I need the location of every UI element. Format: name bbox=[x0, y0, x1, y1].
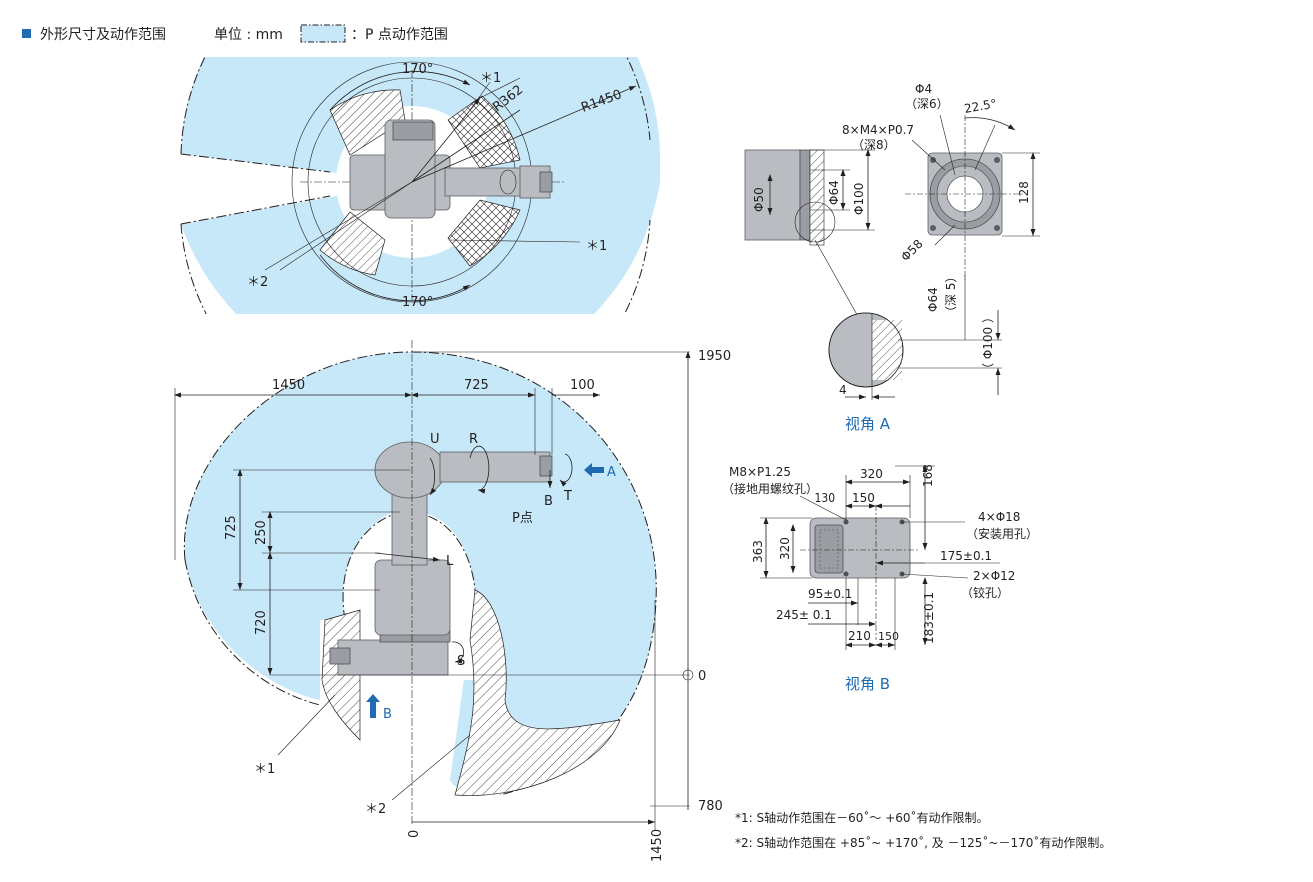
top-star1-b: ＊1 bbox=[586, 239, 607, 254]
side-d780: 780 bbox=[698, 799, 723, 814]
view-a-phi100: Φ100 bbox=[852, 183, 866, 215]
legend-swatch bbox=[300, 24, 346, 43]
view-a-arrow bbox=[584, 463, 604, 477]
top-view: 170° 170° R362 R1450 ＊1 ＊1 ＊2 bbox=[180, 57, 661, 314]
p-point-label: P点 bbox=[512, 511, 533, 526]
side-robot-base bbox=[337, 639, 449, 676]
view-b: 320 168 150 130 M8×P1.25 （接地用螺纹孔） 363 32… bbox=[722, 464, 1038, 693]
side-d1950: 1950 bbox=[698, 349, 731, 364]
top-hatch-left-up bbox=[329, 89, 406, 156]
axis-t: T bbox=[563, 489, 572, 504]
view-a-d128: 128 bbox=[1017, 181, 1031, 204]
view-a-phi4: Φ4 bbox=[915, 82, 932, 96]
top-hatch-left-down bbox=[319, 211, 386, 276]
view-a-depth6: （深6） bbox=[905, 97, 949, 111]
view-a-depth5: （深 5） bbox=[944, 271, 958, 318]
top-hatch-upper bbox=[447, 95, 521, 169]
side-d1450-bottom: 1450 bbox=[650, 829, 665, 862]
header-unit: 单位 : mm bbox=[214, 27, 283, 43]
axis-b: B bbox=[544, 494, 553, 509]
view-b-m8: M8×P1.25 bbox=[729, 465, 791, 479]
view-b-d320-top: 320 bbox=[860, 467, 883, 481]
side-d100: 100 bbox=[570, 378, 595, 393]
view-b-d168: 168 bbox=[921, 464, 935, 487]
view-b-d363: 363 bbox=[751, 540, 765, 563]
top-star2: ＊2 bbox=[247, 275, 268, 290]
view-b-d320-left: 320 bbox=[778, 537, 792, 560]
top-star1-a: ＊1 bbox=[480, 71, 501, 86]
side-d250: 250 bbox=[254, 520, 269, 545]
top-robot-head bbox=[392, 121, 434, 141]
view-b-d245: 245± 0.1 bbox=[776, 608, 832, 622]
side-star1: ＊1 bbox=[254, 762, 275, 777]
view-a-arrow-label: A bbox=[607, 465, 616, 480]
side-d725-top: 725 bbox=[464, 378, 489, 393]
side-hatch-right bbox=[454, 589, 621, 796]
view-a-side-body bbox=[744, 149, 801, 241]
view-a-d4: 4 bbox=[839, 383, 847, 397]
view-b-d150-top: 150 bbox=[852, 491, 875, 505]
notes: *1: S轴动作范围在－60˚～ +60˚有动作限制。 *2: S轴动作范围在 … bbox=[735, 810, 1111, 850]
view-b-arrow bbox=[366, 694, 380, 718]
view-a-depth8: （深8） bbox=[852, 138, 896, 152]
view-a-phi64-2: Φ64 bbox=[926, 287, 940, 312]
view-b-d130: 130 bbox=[815, 490, 836, 505]
side-d0-bottom: 0 bbox=[407, 830, 422, 838]
side-d0-right: 0 bbox=[698, 669, 706, 684]
axis-u: U bbox=[430, 432, 440, 447]
top-hatch-lower bbox=[447, 199, 521, 267]
view-b-d150-bot: 150 bbox=[878, 630, 899, 643]
view-b-d210: 210 bbox=[848, 629, 871, 643]
legend-desc: ：P 点动作范围 bbox=[351, 26, 448, 43]
axis-r: R bbox=[469, 432, 478, 447]
view-b-ream: （铰孔） bbox=[961, 585, 1009, 600]
side-d720: 720 bbox=[254, 610, 269, 635]
header: 外形尺寸及动作范围 单位 : mm ：P 点动作范围 bbox=[22, 24, 448, 43]
view-a-title: 视角 A bbox=[845, 415, 891, 433]
view-a-phi100-2: （ Φ100 ） bbox=[981, 311, 995, 375]
side-robot-forearm bbox=[439, 451, 551, 483]
view-a: Φ50 Φ64 Φ100 8×M4×P0.7 （深8） 4 128 Φ4 bbox=[744, 82, 1040, 433]
view-b-arrow-label: B bbox=[383, 707, 392, 722]
note-2: *2: S轴动作范围在 +85˚~ +170˚, 及 －125˚~－170˚有动… bbox=[735, 835, 1111, 850]
side-d725-left: 725 bbox=[224, 515, 239, 540]
view-b-holes2: 2×Φ12 bbox=[973, 569, 1015, 583]
view-a-m4: 8×M4×P0.7 bbox=[842, 123, 914, 137]
view-b-d95: 95±0.1 bbox=[808, 587, 852, 601]
view-b-install: （安装用孔） bbox=[966, 526, 1038, 541]
header-bullet bbox=[22, 29, 31, 38]
header-title: 外形尺寸及动作范围 bbox=[40, 26, 166, 43]
view-a-phi64: Φ64 bbox=[827, 180, 841, 205]
top-angle-top: 170° bbox=[402, 62, 433, 77]
view-a-phi50: Φ50 bbox=[752, 187, 766, 212]
note-1: *1: S轴动作范围在－60˚～ +60˚有动作限制。 bbox=[735, 810, 989, 825]
view-b-d183: 183±0.1 bbox=[922, 592, 936, 644]
view-b-ground: （接地用螺纹孔） bbox=[722, 481, 818, 496]
view-b-title: 视角 B bbox=[845, 675, 890, 693]
side-view: 1450 725 100 1950 725 250 720 0 780 0 14… bbox=[174, 340, 731, 862]
top-angle-bottom: 170° bbox=[402, 295, 433, 310]
side-robot-lower bbox=[374, 559, 451, 636]
side-d1450: 1450 bbox=[272, 378, 305, 393]
view-a-phi58: Φ58 bbox=[898, 237, 925, 264]
view-b-d175: 175±0.1 bbox=[940, 549, 992, 563]
axis-s: S bbox=[457, 654, 465, 669]
view-a-angle: 22.5° bbox=[963, 96, 998, 115]
side-star2: ＊2 bbox=[365, 802, 386, 817]
axis-l: L bbox=[446, 554, 454, 569]
top-robot-body bbox=[384, 119, 436, 219]
view-b-holes4: 4×Φ18 bbox=[978, 510, 1020, 524]
